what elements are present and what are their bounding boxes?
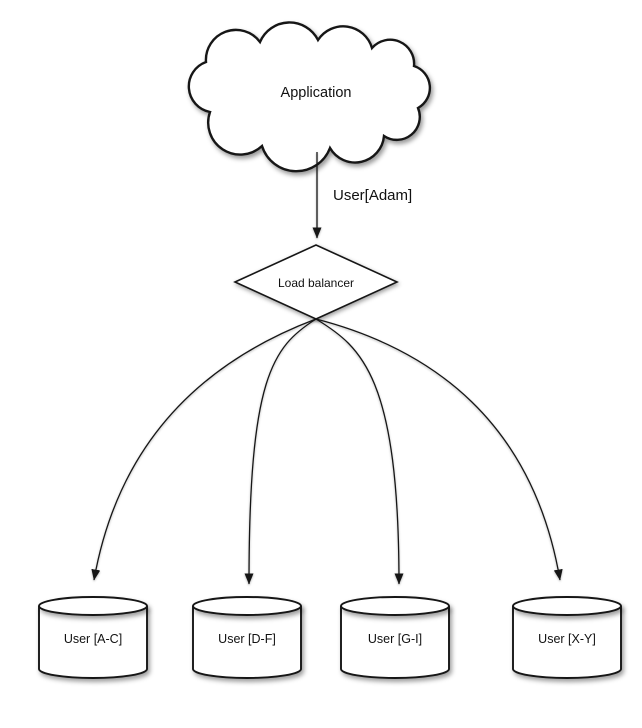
lb-to-shard1-arrow: [91, 318, 317, 581]
database-cylinder-icon: [512, 606, 622, 679]
application-label: Application: [281, 85, 352, 101]
shard-cylinder: User [D-F]: [192, 596, 302, 679]
shard-label: User [X-Y]: [538, 632, 596, 646]
load-balancer-label: Load balancer: [278, 276, 354, 290]
cloud-icon: [187, 21, 432, 173]
database-cylinder-top: [38, 596, 148, 616]
database-cylinder-icon: [38, 606, 148, 679]
database-cylinder-icon: [340, 606, 450, 679]
database-cylinder-top: [192, 596, 302, 616]
shard-label: User [A-C]: [64, 632, 122, 646]
edges-lb-to-shards: [91, 318, 563, 585]
shard-label: User [G-I]: [368, 632, 422, 646]
load-balancer-node: Load balancer: [233, 244, 399, 320]
edge-app-to-lb: User[Adam]: [312, 152, 412, 239]
application-node: Application: [187, 21, 432, 173]
shard-nodes: User [A-C] User [D-F] User [G-I] User [X…: [38, 596, 622, 679]
shard-label: User [D-F]: [218, 632, 276, 646]
database-cylinder-top: [340, 596, 450, 616]
lb-to-shard3-arrow: [315, 318, 404, 585]
shard-cylinder: User [A-C]: [38, 596, 148, 679]
shard-cylinder: User [X-Y]: [512, 596, 622, 679]
lb-to-shard4-arrow: [315, 318, 563, 581]
database-cylinder-icon: [192, 606, 302, 679]
database-cylinder-top: [512, 596, 622, 616]
lb-to-shard2-arrow: [244, 318, 317, 585]
diamond-icon: [233, 244, 399, 320]
edge-label-user-adam: User[Adam]: [333, 187, 412, 204]
shard-cylinder: User [G-I]: [340, 596, 450, 679]
